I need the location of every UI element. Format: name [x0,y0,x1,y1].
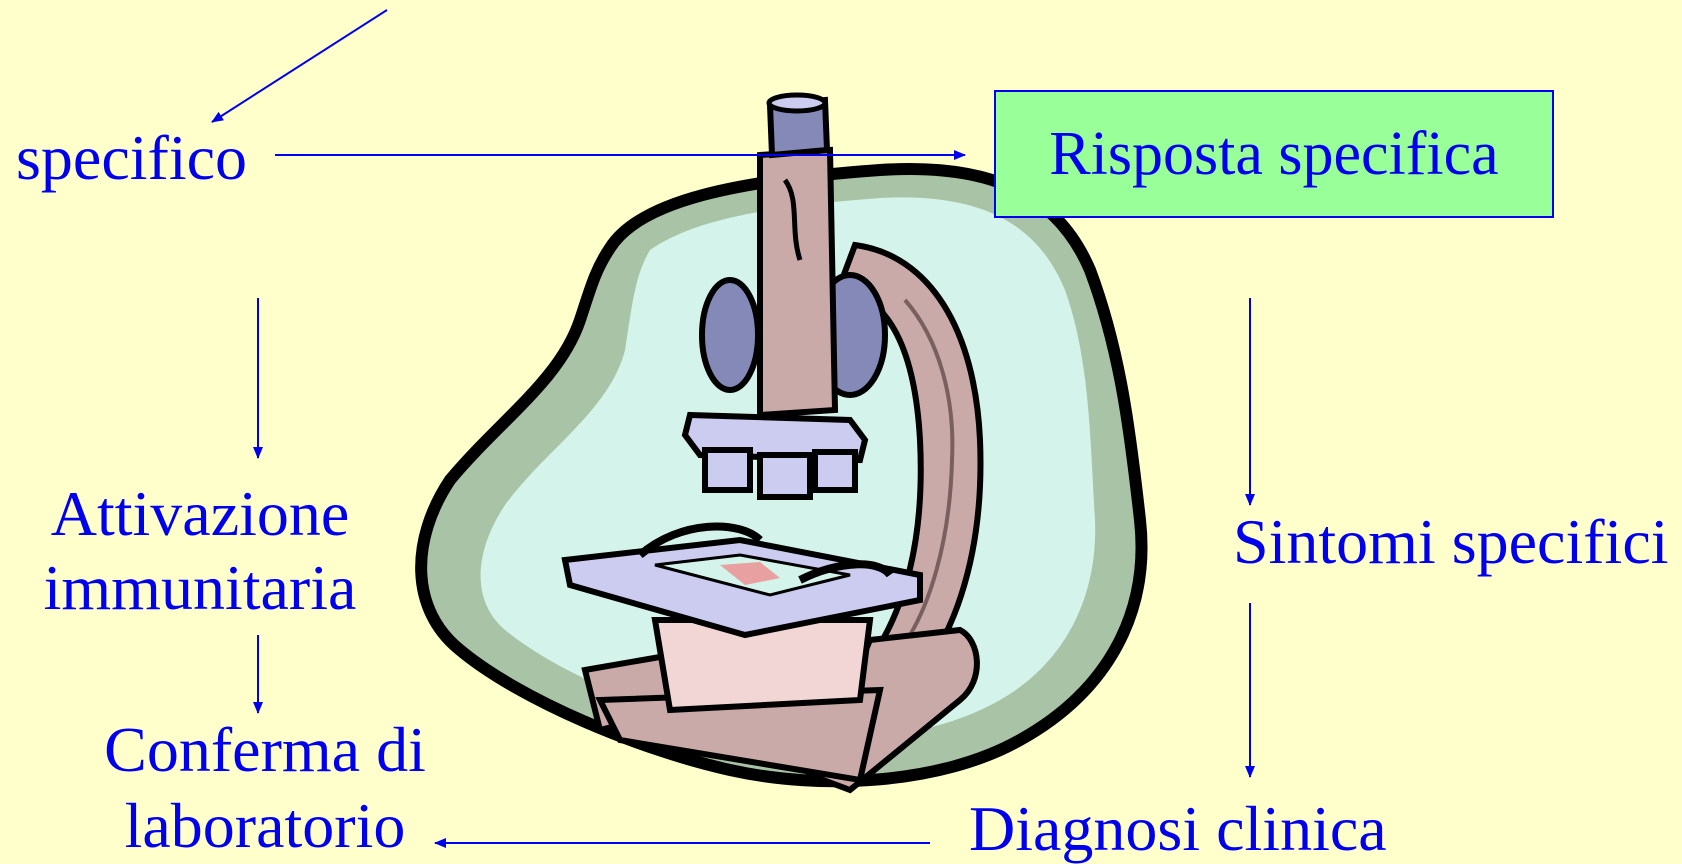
arrow-incoming [212,10,387,122]
node-attivazione-line2: immunitaria [40,556,360,620]
node-attivazione-immunitaria: Attivazione immunitaria [40,482,360,620]
node-risposta-specifica-label: Risposta specifica [1049,123,1498,185]
node-diagnosi-clinica: Diagnosi clinica [969,797,1387,861]
node-conferma-line2: laboratorio [90,794,440,858]
node-conferma-line1: Conferma di [90,718,440,794]
node-attivazione-line1: Attivazione [40,482,360,556]
node-risposta-specifica: Risposta specifica [994,90,1554,218]
node-specifico: specifico [16,126,247,190]
node-sintomi-specifici: Sintomi specifici [1233,510,1669,574]
node-conferma-di-laboratorio: Conferma di laboratorio [90,718,440,858]
